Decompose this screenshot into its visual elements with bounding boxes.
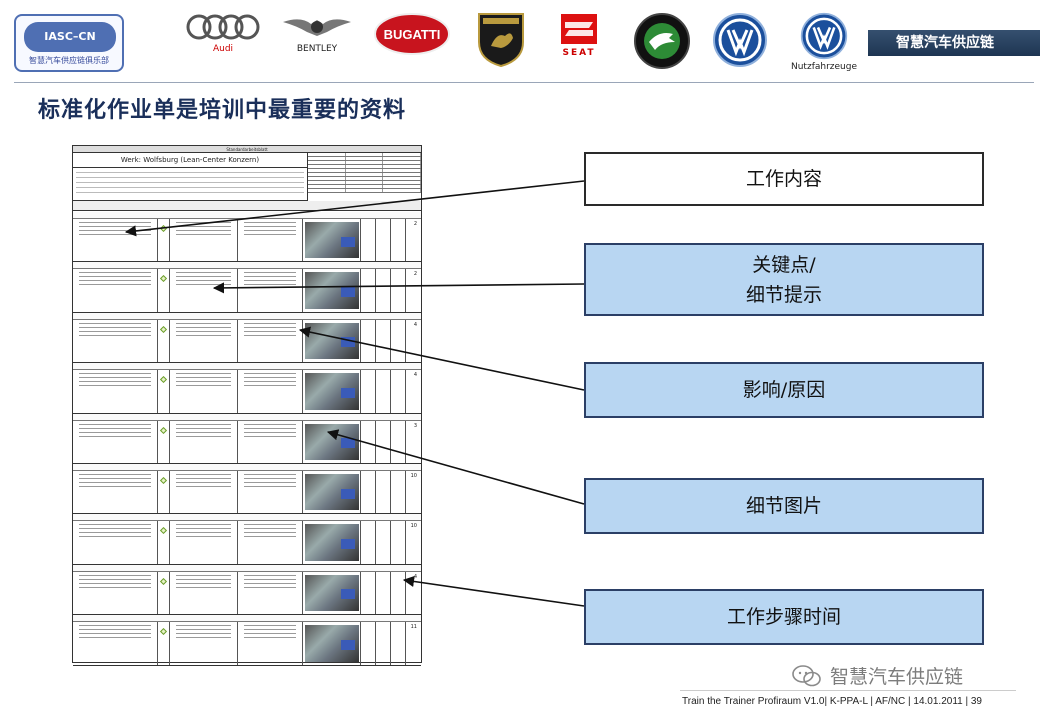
- sheet-step-row: 10: [73, 464, 421, 515]
- page-title: 标准化作业单是培训中最重要的资料: [38, 97, 407, 123]
- club-logo-badge: IASC–CN: [24, 22, 116, 52]
- lamborghini-logo: [474, 12, 528, 72]
- club-logo-name: 智慧汽车供应链俱乐部: [29, 56, 109, 65]
- wechat-watermark: 智慧汽车供应链: [792, 662, 963, 689]
- club-logo: IASC–CN 智慧汽车供应链俱乐部: [14, 14, 124, 72]
- callout-work-content: 工作内容: [584, 152, 984, 206]
- lamborghini-shield-icon: [478, 13, 524, 68]
- step-photo: [305, 574, 359, 612]
- sheet-step-row: 4: [73, 312, 421, 364]
- vw-nutzfahrzeuge-label: Nutzfahrzeuge: [791, 62, 857, 72]
- sheet-werk: Werk: Wolfsburg (Lean-Center Konzern): [73, 153, 308, 168]
- step-time: 10: [410, 473, 417, 479]
- step-time: 4: [413, 372, 417, 379]
- audi-logo: Audi: [184, 12, 262, 72]
- sheet-info-block: [73, 168, 308, 201]
- callout-work-content-label: 工作内容: [745, 168, 822, 190]
- step-photo: [305, 272, 359, 309]
- step-time: 10: [410, 523, 417, 530]
- sheet-step-row: 11: [73, 615, 421, 666]
- svg-text:BUGATTI: BUGATTI: [384, 27, 441, 42]
- callout-reason: 影响/原因: [584, 362, 984, 418]
- step-time: 2: [413, 221, 417, 227]
- skoda-logo: [632, 12, 692, 72]
- callout-key-points: 关键点/ 细节提示: [584, 243, 984, 316]
- audi-rings-icon: [186, 14, 260, 40]
- callout-detail-picture: 细节图片: [584, 478, 984, 534]
- sheet-step-row: 2: [73, 262, 421, 313]
- sheet-step-row: 2: [73, 212, 421, 263]
- watermark-text: 智慧汽车供应链: [830, 666, 964, 688]
- seat-logo-icon: [561, 14, 597, 44]
- step-time: 3: [413, 422, 417, 429]
- standard-work-sheet: Standardarbeitsblatt Werk: Wolfsburg (Le…: [72, 145, 422, 666]
- sheet-step-row: 4: [73, 363, 421, 414]
- footer-text: Train the Trainer Profiraum V1.0| K-PPA-…: [682, 696, 982, 707]
- arrow-step-time: [402, 575, 585, 607]
- sheet-title: Standardarbeitsblatt: [73, 146, 421, 153]
- callout-step-time-label: 工作步骤时间: [726, 606, 841, 628]
- vw-roundel-icon: [713, 13, 767, 67]
- seat-label: SEAT: [562, 48, 596, 58]
- audi-label: Audi: [212, 44, 234, 54]
- callout-detail-picture-label: 细节图片: [745, 495, 822, 517]
- wechat-icon: [792, 664, 821, 686]
- vw-logo: [710, 12, 770, 72]
- sheet-step-row: 10: [73, 514, 421, 565]
- callout-reason-label: 影响/原因: [742, 379, 826, 401]
- step-photo: [305, 625, 359, 662]
- step-photo: [305, 474, 359, 511]
- bugatti-oval-icon: BUGATTI: [374, 13, 450, 55]
- sheet-step-row: 4: [73, 564, 421, 616]
- bentley-wings-icon: [283, 19, 351, 36]
- step-time: 2: [413, 271, 417, 278]
- step-time: 4: [413, 573, 417, 580]
- step-photo: [305, 524, 359, 561]
- sheet-step-row: 3: [73, 413, 421, 464]
- step-photo: [305, 423, 359, 460]
- step-time: 4: [413, 321, 417, 328]
- footer-divider: [680, 690, 1016, 691]
- seat-logo: SEAT: [548, 12, 610, 72]
- step-photo: [305, 222, 359, 259]
- sheet-column-header: [73, 201, 421, 211]
- callout-key-points-label: 关键点/ 细节提示: [745, 253, 822, 306]
- supply-chain-banner: 智慧汽车供应链: [868, 30, 1040, 56]
- callout-step-time: 工作步骤时间: [584, 589, 984, 645]
- skoda-arrow-icon: [634, 13, 690, 69]
- step-photo: [305, 322, 359, 360]
- header-divider: [14, 82, 1034, 83]
- bentley-label: BENTLEY: [296, 44, 338, 54]
- header: IASC–CN 智慧汽车供应链俱乐部 Audi BENTLEY BUGATTI: [0, 0, 1040, 82]
- sheet-meta-table: [308, 153, 422, 201]
- bentley-logo: BENTLEY: [280, 12, 354, 72]
- step-time: 11: [410, 624, 417, 631]
- bugatti-logo: BUGATTI: [372, 12, 452, 72]
- vw-nutzfahrzeuge-icon: [800, 12, 848, 60]
- vw-nutzfahrzeuge-logo: Nutzfahrzeuge: [788, 12, 860, 72]
- step-photo: [305, 373, 359, 410]
